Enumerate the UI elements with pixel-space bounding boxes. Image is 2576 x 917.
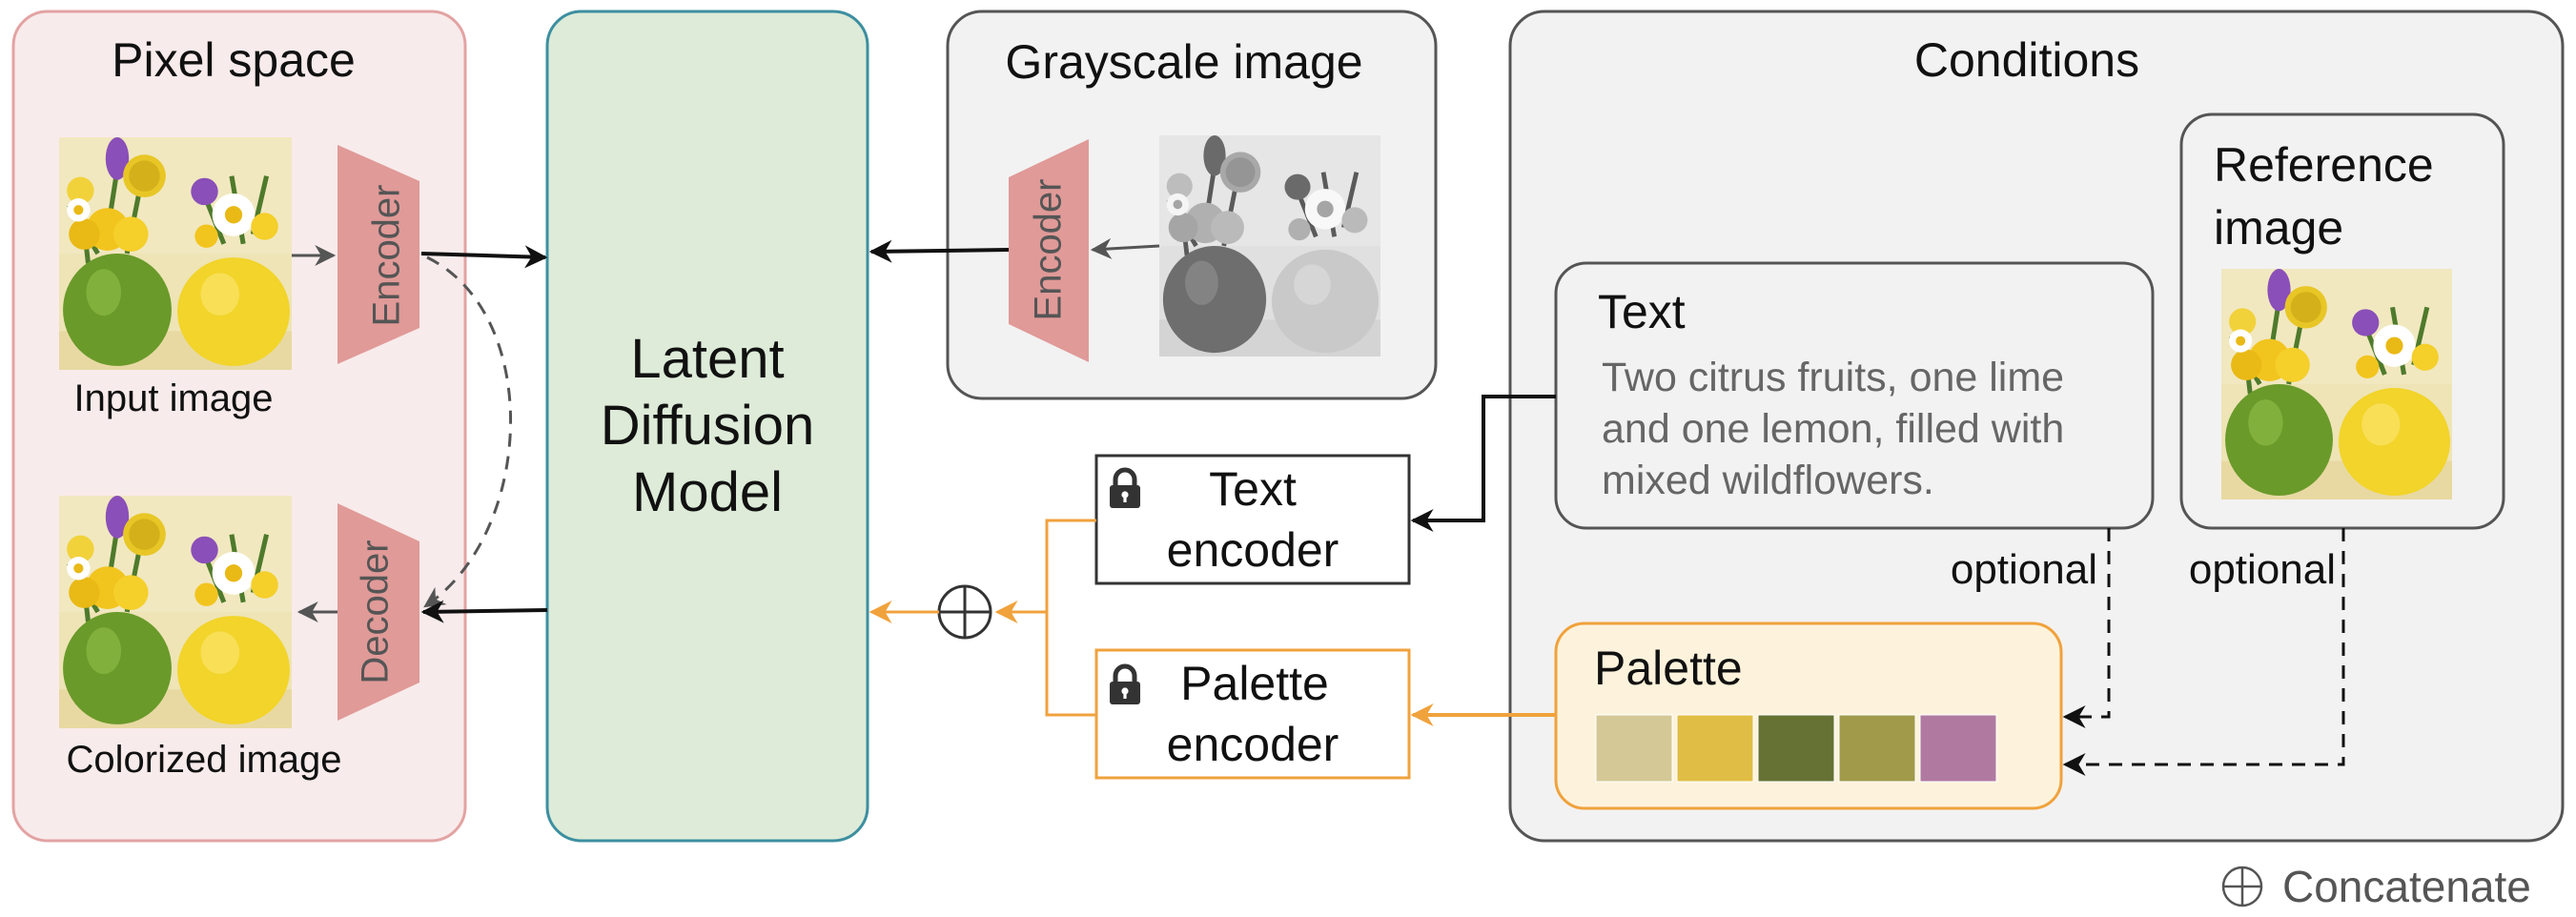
text-encoder-line-2: encoder xyxy=(1167,523,1339,577)
pixel-space-panel: Pixel space Input image Colorized image … xyxy=(11,10,513,843)
grayscale-panel: Grayscale image Encoder xyxy=(946,10,1438,400)
pixel-space-title: Pixel space xyxy=(112,33,356,87)
reference-title-line-1: Reference xyxy=(2214,138,2434,192)
ldm-line-1: Latent xyxy=(630,328,784,390)
text-encoder-line-1: Text xyxy=(1209,462,1297,516)
palette-swatch-3 xyxy=(1757,714,1835,783)
ldm-line-3: Model xyxy=(632,461,783,523)
conditions-panel: Conditions Text Two citrus fruits, one l… xyxy=(1508,10,2565,843)
gray-encoder-shape xyxy=(1009,139,1089,362)
text-condition-line-2: and one lemon, filled with xyxy=(1602,406,2064,452)
grayscale-image xyxy=(1159,135,1380,357)
input-image xyxy=(59,137,292,370)
reference-image xyxy=(2221,269,2452,499)
colorized-image-caption: Colorized image xyxy=(66,739,341,781)
gray-encoder-to-ldm-arrow xyxy=(869,239,1010,263)
gray-encoder-label: Encoder xyxy=(1028,179,1070,321)
grayscale-title: Grayscale image xyxy=(1005,35,1362,89)
legend-label: Concatenate xyxy=(2282,862,2531,911)
pixel-decoder-label: Decoder xyxy=(355,540,397,683)
pixel-encoder-label: Encoder xyxy=(366,185,408,327)
conditions-title: Conditions xyxy=(1914,33,2139,87)
skip-dashed-arrow xyxy=(423,255,513,608)
text-optional-label: optional xyxy=(1951,546,2097,593)
concat-symbol xyxy=(937,584,992,640)
legend: Concatenate xyxy=(2221,862,2531,911)
palette-encoder-block: Palette encoder xyxy=(1094,648,1411,780)
text-condition-line-1: Two citrus fruits, one lime xyxy=(1602,355,2064,400)
palette-encoder-line-1: Palette xyxy=(1180,657,1329,710)
palette-swatch-2 xyxy=(1676,714,1754,783)
legend-concat-icon xyxy=(2221,866,2263,907)
text-encoder-block: Text encoder xyxy=(1094,454,1411,585)
pixel-decoder-shape xyxy=(337,503,419,721)
ldm-box xyxy=(545,10,869,843)
reference-optional-label: optional xyxy=(2189,546,2336,593)
pixel-encoder-shape xyxy=(337,145,419,364)
text-to-encoder-arrow xyxy=(1410,395,1556,532)
ldm-line-2: Diffusion xyxy=(601,395,815,457)
ldm-to-decoder-arrow xyxy=(420,600,548,623)
text-condition-line-3: mixed wildflowers. xyxy=(1602,458,1934,503)
palette-encoder-line-2: encoder xyxy=(1167,718,1339,771)
gray-image-to-encoder-arrow xyxy=(1090,237,1160,259)
encoder-to-ldm-arrow xyxy=(420,245,548,269)
ldm-panel: Latent Diffusion Model xyxy=(545,10,869,843)
encoders-to-concat-lines xyxy=(1045,519,1096,717)
palette-swatch-4 xyxy=(1838,714,1916,783)
palette-title: Palette xyxy=(1594,642,1743,695)
text-encoder-box xyxy=(1094,454,1411,585)
palette-encoder-box xyxy=(1094,648,1411,780)
text-condition-title: Text xyxy=(1598,285,1686,338)
input-image-caption: Input image xyxy=(73,377,273,419)
palette-swatch-row xyxy=(1595,714,1997,783)
reference-title-line-2: image xyxy=(2214,201,2343,255)
colorized-image xyxy=(59,496,292,728)
reference-optional-dashed-arrow xyxy=(2062,528,2345,776)
palette-swatch-5 xyxy=(1919,714,1997,783)
text-optional-dashed-arrow xyxy=(2062,528,2111,728)
palette-swatch-1 xyxy=(1595,714,1673,783)
